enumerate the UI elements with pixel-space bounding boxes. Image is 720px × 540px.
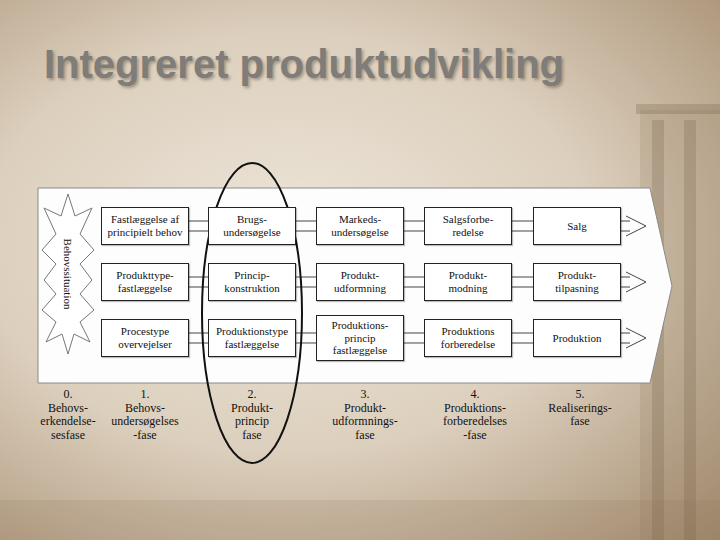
connector-line	[296, 221, 316, 231]
phase-name: Produkt- princip fase	[229, 402, 275, 442]
row-connector	[404, 221, 424, 231]
connector-line	[189, 277, 208, 287]
box-text: Produktion	[538, 332, 616, 345]
row-connector	[189, 333, 208, 343]
connector-line	[404, 333, 424, 343]
box-text: Salg	[538, 220, 616, 233]
row-connector	[296, 221, 316, 231]
phase-name: Behovs- undersøgelses -fase	[109, 402, 181, 442]
phase-number: 2.	[246, 388, 259, 401]
connector-line	[512, 277, 533, 287]
process-box: Produktion	[533, 319, 621, 357]
box-text: Markeds- undersøgelse	[321, 213, 399, 238]
process-box: Produkttype- fastlæggelse	[101, 263, 189, 301]
process-box: Produktions- princip fastlæggelse	[316, 315, 404, 361]
phase-number: 3.	[359, 388, 372, 401]
box-text: Procestype overvejelser	[106, 325, 184, 350]
process-box: Produkt- udformning	[316, 263, 404, 301]
process-box: Produkt- tilpasning	[533, 263, 621, 301]
process-box: Markeds- undersøgelse	[316, 207, 404, 245]
phase-number: 0.	[62, 388, 75, 401]
row-connector	[296, 277, 316, 287]
phase-name: Behovs- erkendelse- sesfase	[38, 402, 98, 442]
connector-line	[512, 221, 533, 231]
row-connector	[404, 333, 424, 343]
phase-name: Produkt- udformnings- fase	[330, 402, 400, 442]
connector-line	[404, 277, 424, 287]
process-box: Princip- konstruktion	[208, 263, 296, 301]
box-text: Produktions forberedelse	[429, 325, 507, 350]
box-text: Princip- konstruktion	[213, 269, 291, 294]
connector-line	[189, 221, 208, 231]
connector-line	[404, 221, 424, 231]
box-text: Produkt- udformning	[321, 269, 399, 294]
row-connector	[512, 333, 533, 343]
star-outline	[42, 194, 94, 354]
connector-line	[296, 277, 316, 287]
row-connector	[512, 221, 533, 231]
box-text: Produktionstype fastlæggelse	[213, 325, 291, 350]
process-box: Produktionstype fastlæggelse	[208, 319, 296, 357]
box-text: Produkt- modning	[429, 269, 507, 294]
connector-line	[296, 333, 316, 343]
phase-number: 1.	[139, 388, 152, 401]
box-text: Produkttype- fastlæggelse	[106, 269, 184, 294]
process-box: Salg	[533, 207, 621, 245]
box-text: Brugs- undersøgelse	[213, 213, 291, 238]
row-connector	[404, 277, 424, 287]
row-connector	[189, 277, 208, 287]
row-connector	[189, 221, 208, 231]
box-text: Salgsforbe- redelse	[429, 213, 507, 238]
vertical-label: Behovssituation	[62, 239, 74, 310]
phase-name: Produktions- forberedelses -fase	[441, 402, 509, 442]
box-text: Fastlæggelse af principielt behov	[106, 213, 184, 238]
box-text: Produktions- princip fastlæggelse	[321, 319, 399, 357]
phase-number: 4.	[469, 388, 482, 401]
process-box: Brugs- undersøgelse	[208, 207, 296, 245]
phase-number: 5.	[574, 388, 587, 401]
process-box: Procestype overvejelser	[101, 319, 189, 357]
connector-line	[512, 333, 533, 343]
process-box: Produkt- modning	[424, 263, 512, 301]
process-box: Fastlæggelse af principielt behov	[101, 207, 189, 245]
process-box: Salgsforbe- redelse	[424, 207, 512, 245]
connector-line	[189, 333, 208, 343]
box-text: Produkt- tilpasning	[538, 269, 616, 294]
row-connector	[512, 277, 533, 287]
process-box: Produktions forberedelse	[424, 319, 512, 357]
phase-name: Realiserings- fase	[546, 402, 614, 429]
row-connector	[296, 333, 316, 343]
slide-title: Integreret produktudvikling	[44, 42, 564, 87]
need-star: Behovssituation	[42, 194, 94, 354]
